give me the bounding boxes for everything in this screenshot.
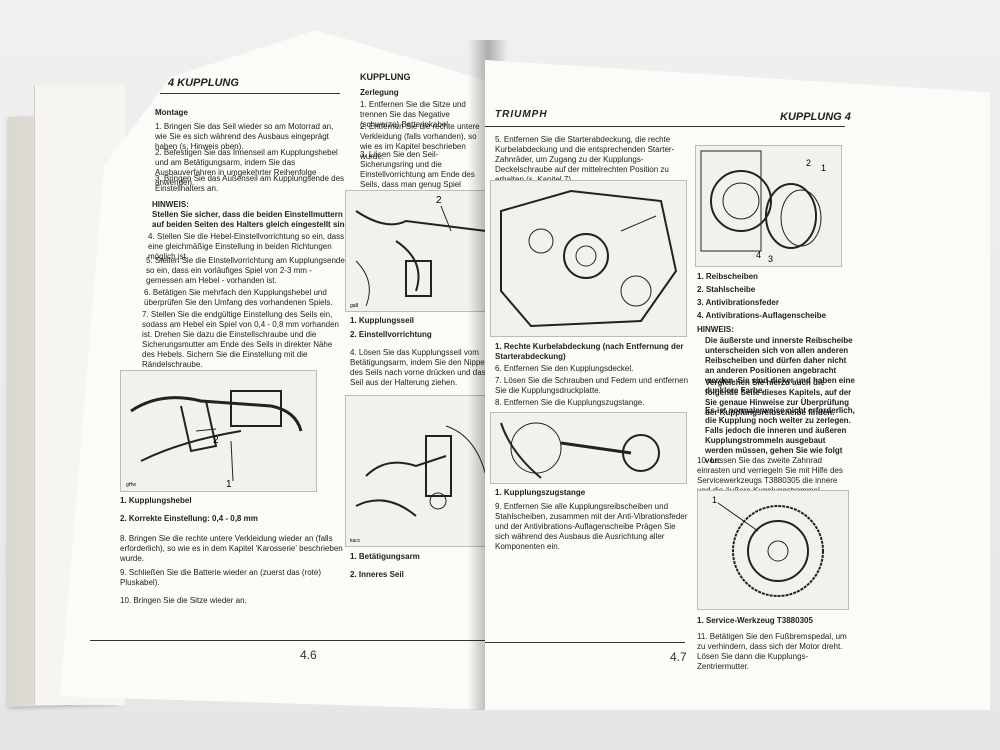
arm-figure: kacc bbox=[345, 395, 497, 547]
hinweis-right-label: HINWEIS: bbox=[697, 325, 734, 334]
right-page: TRIUMPH KUPPLUNG 4 5. Entfernen Sie die … bbox=[485, 60, 990, 710]
left-header-rule bbox=[160, 93, 340, 94]
clutch-cable-drawing: 2 ga8 bbox=[350, 195, 487, 309]
fig2-legend: 1. Kupplungszugstange bbox=[495, 488, 586, 497]
figure-code: gHw bbox=[126, 482, 136, 488]
step-4: 4. Stellen Sie die Hebel-Einstellvorrich… bbox=[148, 232, 345, 261]
note-1: Die äußerste und innerste Reibscheibe un… bbox=[705, 336, 855, 395]
step-10: 10. Bringen Sie die Sitze wieder an. bbox=[120, 596, 247, 605]
hinweis-label: HINWEIS: bbox=[152, 200, 189, 209]
callout-2: 2 bbox=[436, 195, 442, 206]
zerlegung-step-1: 1. Entfernen Sie die Sitze und trennen S… bbox=[360, 100, 466, 129]
middle-legend-2: 2. Einstellvorrichtung bbox=[350, 330, 432, 339]
right-page-number: 4.7 bbox=[670, 650, 687, 664]
montage-step-2: 2. Befestigen Sie das Innenseil am Kuppl… bbox=[155, 148, 338, 187]
crankcase-cover-drawing bbox=[500, 189, 678, 328]
figure-code: ga8 bbox=[350, 303, 359, 309]
figure-code: kacc bbox=[350, 538, 361, 544]
left-header: 4 KUPPLUNG bbox=[168, 77, 239, 89]
part-1: 1. Reibscheiben bbox=[697, 272, 758, 281]
brand-logo: TRIUMPH bbox=[495, 109, 548, 120]
clutch-plates-figure: 2 1 4 3 bbox=[695, 145, 842, 267]
clutch-pushrod-drawing bbox=[500, 422, 660, 479]
step-9-right: 9. Entfernen Sie alle Kupplungsreibschei… bbox=[495, 502, 688, 551]
clutch-plates-drawing: 2 1 4 3 bbox=[700, 150, 826, 264]
left-page: 4 KUPPLUNG Montage 1. Bringen Sie das Se… bbox=[60, 30, 500, 710]
left-page-number: 4.6 bbox=[300, 648, 317, 662]
note-3: Es ist normalerweise nicht erforderlich,… bbox=[705, 406, 855, 465]
step-6: 6. Betätigen Sie mehrfach den Kupplungsh… bbox=[144, 288, 333, 307]
step-7-right: 7. Lösen Sie die Schrauben und Federn un… bbox=[495, 376, 689, 395]
left-footer-rule bbox=[90, 640, 495, 641]
legend-1: 1. Kupplungshebel bbox=[120, 496, 192, 505]
zerlegung-step-2: 2. Entfernen Sie die rechte untere Verkl… bbox=[360, 122, 480, 161]
actuating-arm-drawing: kacc bbox=[350, 425, 487, 544]
callout-1: 1 bbox=[712, 495, 717, 505]
step-7: 7. Stellen Sie die endgültige Einstellun… bbox=[142, 310, 339, 369]
clutch-drum-tool-drawing: 1 bbox=[712, 495, 824, 597]
right-footer-rule bbox=[485, 642, 685, 643]
fig4-legend: 1. Service-Werkzeug T3880305 bbox=[697, 616, 813, 625]
crankcase-figure bbox=[490, 180, 687, 337]
zerlegung-title: Zerlegung bbox=[360, 88, 399, 97]
step-6-right: 6. Entfernen Sie den Kupplungsdeckel. bbox=[495, 364, 634, 373]
middle-legend2-1: 1. Betätigungsarm bbox=[350, 552, 420, 561]
step-11-right: 11. Betätigen Sie den Fußbremspedal, um … bbox=[697, 632, 847, 671]
callout-2: 2 bbox=[806, 158, 811, 168]
callout-1: 1 bbox=[226, 479, 232, 490]
step-5-right: 5. Entfernen Sie die Starterabdeckung, d… bbox=[495, 135, 675, 184]
legend-2: 2. Korrekte Einstellung: 0,4 - 0,8 mm bbox=[120, 514, 258, 523]
right-header: KUPPLUNG 4 bbox=[780, 111, 851, 123]
fig1-legend: 1. Rechte Kurbelabdeckung (nach Entfernu… bbox=[495, 342, 684, 361]
callout-1: 1 bbox=[821, 163, 826, 173]
montage-step-1: 1. Bringen Sie das Seil wieder so am Mot… bbox=[155, 122, 334, 151]
middle-legend2-2: 2. Inneres Seil bbox=[350, 570, 404, 579]
step-8-right: 8. Entfernen Sie die Kupplungszugstange. bbox=[495, 398, 645, 407]
part-3: 3. Antivibrationsfeder bbox=[697, 298, 779, 307]
callout-2: 2 bbox=[213, 435, 219, 446]
pushrod-figure bbox=[490, 412, 687, 484]
step-8: 8. Bringen Sie die rechte untere Verklei… bbox=[120, 534, 343, 563]
hinweis-text: Stellen Sie sicher, dass die beiden Eins… bbox=[152, 210, 352, 229]
callout-3: 3 bbox=[768, 254, 773, 264]
callout-4: 4 bbox=[756, 250, 761, 260]
right-header-rule bbox=[485, 126, 845, 127]
middle-header: KUPPLUNG bbox=[360, 72, 411, 82]
middle-legend-1: 1. Kupplungsseil bbox=[350, 316, 415, 325]
montage-title: Montage bbox=[155, 108, 188, 117]
part-4: 4. Antivibrations-Auflagenscheibe bbox=[697, 311, 827, 320]
cable-figure: 2 ga8 bbox=[345, 190, 497, 312]
step-5: 5. Stellen Sie die Einstellvorrichtung a… bbox=[146, 256, 345, 285]
middle-step-4: 4. Lösen Sie das Kupplungsseil vom Betät… bbox=[350, 348, 487, 387]
step-9: 9. Schließen Sie die Batterie wieder an … bbox=[120, 568, 321, 587]
service-tool-figure: 1 bbox=[697, 490, 849, 610]
lever-figure: 2 1 gHw bbox=[120, 370, 317, 492]
montage-step-3: 3. Bringen Sie das Außenseil am Kupplung… bbox=[155, 174, 345, 193]
part-2: 2. Stahlscheibe bbox=[697, 285, 756, 294]
note-2: Vergleichen Sie hierzu auch die folgende… bbox=[705, 378, 852, 417]
clutch-lever-drawing: 2 1 gHw bbox=[126, 390, 303, 490]
